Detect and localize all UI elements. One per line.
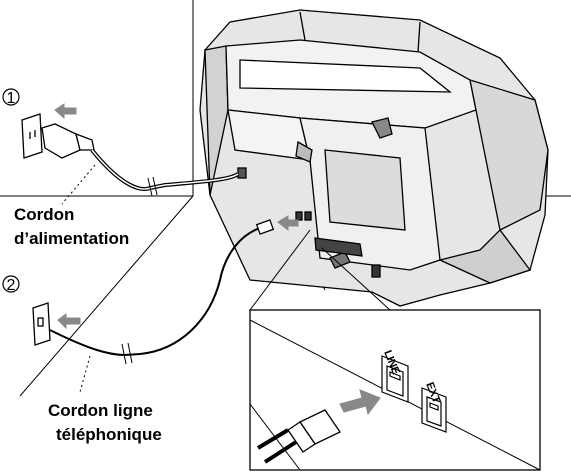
phone-outlet xyxy=(32,302,51,346)
phone-cord-label-line1: Cordon ligne xyxy=(48,401,153,420)
arrow-to-fax xyxy=(277,215,299,232)
power-cord-label-line1: Cordon xyxy=(14,205,74,224)
power-cord-label-line2: d’alimentation xyxy=(14,229,129,248)
arrow-2 xyxy=(57,313,81,330)
power-plug xyxy=(41,123,95,159)
step-2-marker: 2 xyxy=(2,275,20,294)
fax-machine xyxy=(199,9,549,307)
inset-detail: LINE EXT xyxy=(249,229,541,471)
line-port xyxy=(381,355,409,403)
svg-text:2: 2 xyxy=(7,277,16,294)
phone-cord xyxy=(49,227,261,357)
phone-cord-label-line2: téléphonique xyxy=(56,425,162,444)
arrow-1 xyxy=(54,103,77,120)
ext-port xyxy=(421,387,447,433)
svg-text:1: 1 xyxy=(7,90,16,107)
step-1-marker: 1 xyxy=(2,88,20,107)
inset-arrow xyxy=(339,389,381,416)
power-outlet xyxy=(21,113,43,159)
inset-phone-plug xyxy=(256,409,341,464)
